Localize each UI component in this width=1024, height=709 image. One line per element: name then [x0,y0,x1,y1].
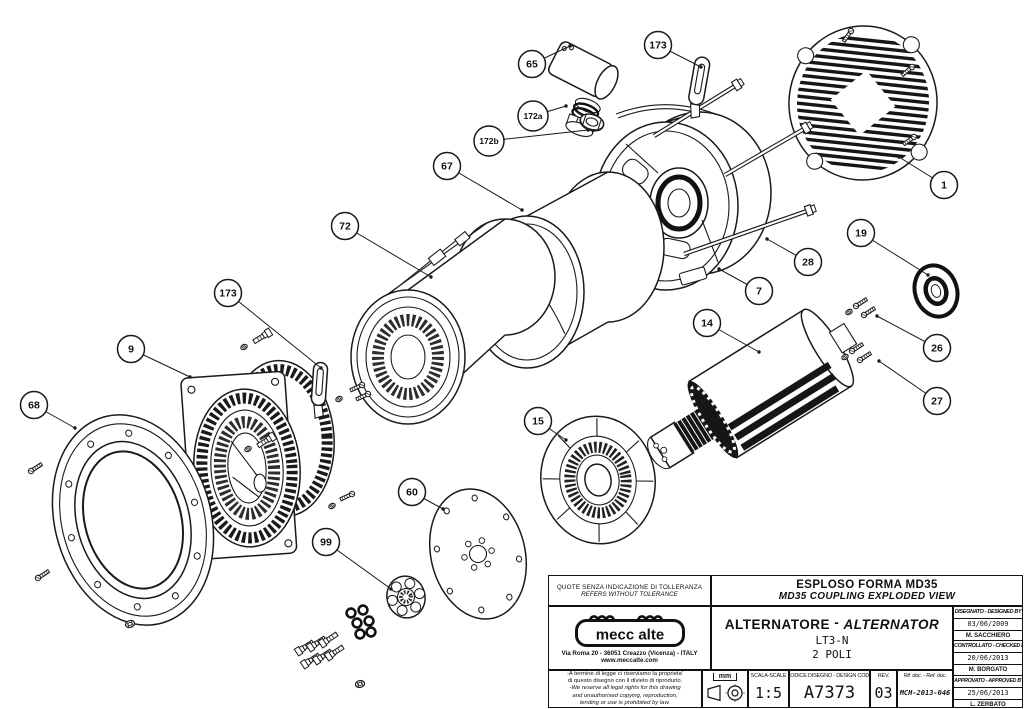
part-coupling-hub [386,575,426,619]
revision-cell: REV. 03 [870,670,897,708]
svg-text:173: 173 [649,40,667,52]
svg-text:15: 15 [532,416,544,428]
balloon-27: 27 [922,386,952,416]
balloon-173-upper: 173 [643,30,673,60]
product-model: LT3-N [815,634,849,647]
balloon-14: 14 [692,308,722,338]
svg-text:9: 9 [128,344,134,356]
part-clamp-upper [688,56,711,119]
revision-value: 03 [874,684,893,702]
svg-text:173: 173 [219,288,237,300]
svg-text:27: 27 [931,396,943,408]
part-bearing [912,263,960,319]
title-block: QUOTE SENZA INDICAZIONE DI TOLLERANZA RE… [548,575,1023,708]
units-label: mm [712,673,738,681]
manufacturer-address: Via Roma 20 - 36051 Creazzo (Vicenza) - … [561,650,698,657]
drawing-title-en: MD35 COUPLING EXPLODED VIEW [778,591,956,602]
svg-text:65: 65 [526,59,538,71]
balloon-99: 99 [311,527,341,557]
part-coupling-disc [428,488,528,620]
balloon-172b: 172b [473,125,505,157]
balloon-72: 72 [330,211,360,241]
part-stator-housing [180,359,335,561]
tolerance-line-en: REFERS WITHOUT TOLERANCE [581,590,678,598]
ref-doc-value: MCH-2013-046 [899,689,951,697]
part-clamp-lower [310,361,329,419]
design-code-label: CODICE DISEGNO - DESIGN CODE [789,673,870,679]
svg-text:14: 14 [701,318,713,330]
svg-text:99: 99 [320,537,332,549]
part-rotor [647,308,858,470]
part-tie-rods [652,76,818,257]
tolerance-line-it: QUOTE SENZA INDICAZIONE DI TOLLERANZA [556,583,703,591]
balloon-172a: 172a [517,100,549,132]
balloon-1: 1 [929,170,959,200]
scale-cell: SCALA-SCALE 1:5 [748,670,789,708]
product-title: ALTERNATORE - ALTERNATOR [724,615,940,632]
balloon-28: 28 [793,247,823,277]
tolerance-note: QUOTE SENZA INDICAZIONE DI TOLLERANZA RE… [548,575,711,606]
ref-doc-label: Rif. doc. - Ref. doc. [903,673,947,679]
balloon-173-lower: 173 [213,278,243,308]
balloon-7: 7 [744,276,774,306]
balloon-67: 67 [432,151,462,181]
signoff-column: DISEGNATO - DESIGNED BY 03/06/2009 M. SA… [953,606,1023,708]
svg-text:7: 7 [756,286,762,298]
svg-text:60: 60 [406,487,418,499]
svg-text:172b: 172b [479,136,499,146]
balloon-19: 19 [846,218,876,248]
balloon-68: 68 [19,390,49,420]
part-bolt-set [293,630,346,670]
part-washer-set [345,604,377,640]
manufacturer-website: www.meccalte.com [601,657,658,664]
ref-doc-cell: Rif. doc. - Ref. doc. MCH-2013-046 [897,670,953,708]
signoff-approved: APPROVATO - APPROVED BY 25/06/2013 L. ZE… [954,677,1023,708]
meccalte-logo: mecc alte [574,615,685,647]
part-front-flange-ring [51,414,215,626]
part-cooling-fan [540,415,656,545]
svg-text:172a: 172a [523,111,542,121]
drawing-title-it: ESPLOSO FORMA MD35 [796,579,938,591]
balloon-65: 65 [517,49,547,79]
manufacturer-cell: mecc alte Via Roma 20 - 36051 Creazzo (V… [548,606,711,670]
part-capacitor [547,41,619,100]
legal-note: -A termine di legge ci riserviamo la pro… [548,670,702,708]
balloon-26: 26 [922,333,952,363]
logo-text: mecc alte [595,627,663,644]
design-code-value: A7373 [803,683,856,703]
balloon-15: 15 [523,406,553,436]
design-code-cell: CODICE DISEGNO - DESIGN CODE A7373 [789,670,870,708]
drawing-title: ESPLOSO FORMA MD35 MD35 COUPLING EXPLODE… [711,575,1023,606]
signoff-checked: CONTROLLATO - CHECKED BY 20/06/2013 M. B… [954,641,1022,676]
scale-label: SCALA-SCALE [750,673,787,679]
svg-text:67: 67 [441,161,453,173]
scale-value: 1:5 [754,684,783,702]
balloon-9: 9 [116,334,146,364]
svg-text:19: 19 [855,228,867,240]
product-poles: 2 POLI [812,648,852,661]
svg-text:68: 68 [28,400,40,412]
svg-text:1: 1 [941,180,947,192]
svg-text:26: 26 [931,343,943,355]
svg-text:72: 72 [339,221,351,233]
product-cell: ALTERNATORE - ALTERNATOR LT3-N 2 POLI [711,606,953,670]
first-angle-projection-icon [707,684,745,702]
units-cell: mm [702,670,748,708]
signoff-designed: DISEGNATO - DESIGNED BY 03/06/2009 M. SA… [954,607,1022,642]
balloon-60: 60 [397,477,427,507]
part-rear-grille [788,25,938,181]
part-stator-core [350,218,556,425]
svg-text:28: 28 [802,257,814,269]
revision-label: REV. [877,673,890,679]
part-screw-set-a [844,296,877,320]
